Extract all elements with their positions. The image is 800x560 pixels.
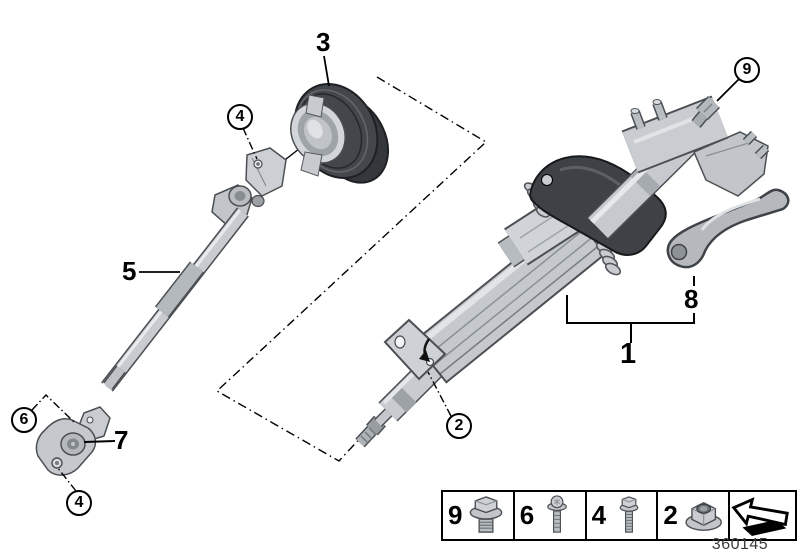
legend-label: 6 (519, 500, 535, 530)
clamping-lever (666, 188, 790, 269)
lower-universal-joint (35, 406, 111, 476)
top-mounting-bracket (621, 95, 729, 174)
callout-3[interactable]: 3 (316, 27, 331, 57)
legend-label: 2 (663, 500, 678, 530)
legend-label: 4 (591, 500, 607, 530)
flange-nut-icon (685, 502, 722, 531)
legend-cell-6[interactable]: 6 (515, 492, 587, 539)
callout-9[interactable]: 9 (734, 57, 760, 83)
legend-cell-9[interactable]: 9 (443, 492, 515, 539)
bracket-hole (541, 174, 553, 186)
callout-7[interactable]: 7 (114, 425, 129, 455)
fastener-legend: 9 6 4 (441, 490, 797, 541)
steering-column-assembly (355, 95, 790, 448)
callout-6[interactable]: 6 (11, 407, 37, 433)
figure-number: 360145 (711, 536, 769, 553)
mounting-hole (394, 335, 406, 349)
steering-shaft (101, 207, 249, 392)
callout-5[interactable]: 5 (122, 256, 137, 286)
clamp-hole (86, 416, 94, 424)
installation-direction-arrow-icon (731, 496, 790, 536)
grommet-tab-top (305, 94, 325, 118)
legend-label: 9 (448, 500, 463, 530)
flange-bolt-icon (470, 496, 503, 533)
stud-bolt-icon (619, 496, 639, 533)
grommet-tab-bottom (300, 151, 323, 177)
legend-cell-2[interactable]: 2 (658, 492, 731, 539)
mounting-foot-plate (383, 318, 447, 381)
callout-8[interactable]: 8 (684, 284, 699, 314)
rubber-grommet (290, 83, 389, 184)
callout-2[interactable]: 2 (446, 413, 472, 439)
legend-cell-4[interactable]: 4 (587, 492, 659, 539)
legend-cell-direction[interactable] (730, 492, 795, 539)
callout-4-lower[interactable]: 4 (66, 490, 92, 516)
upper-universal-joint (211, 147, 287, 227)
callout-4-upper[interactable]: 4 (227, 104, 253, 130)
callout-leader-lines (31, 55, 740, 492)
callout-1[interactable]: 1 (620, 338, 637, 370)
flange-screw-icon (547, 495, 568, 533)
side-bracket (693, 130, 770, 197)
